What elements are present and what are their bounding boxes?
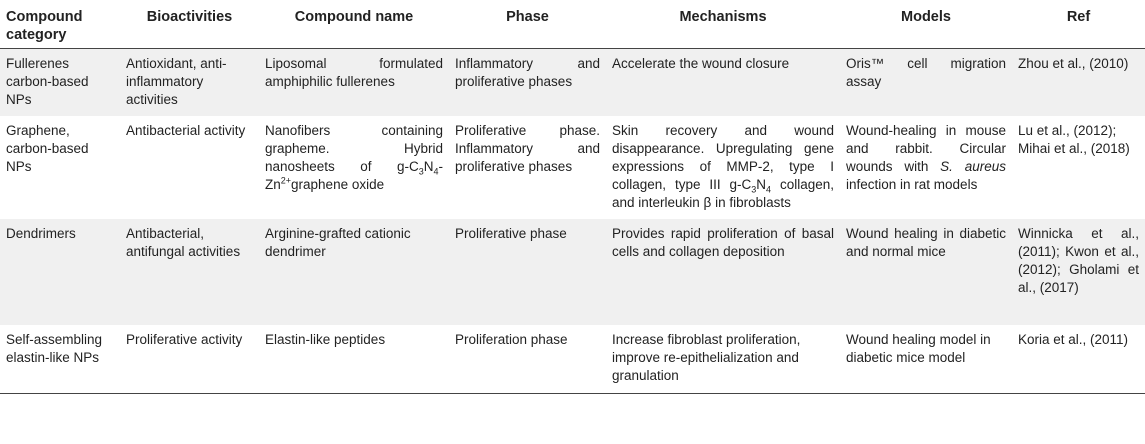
cell-ref: Koria et al., (2011) <box>1018 331 1129 347</box>
cell-compound: Elastin-like peptides <box>265 331 386 347</box>
header-bioactivities: Bioactivities <box>120 0 259 49</box>
cell-category: Fullerenes carbon-based NPs <box>0 48 120 116</box>
cell-compound: Nanofibers containing grapheme. Hybrid n… <box>259 116 449 219</box>
cell-ref: Zhou et al., (2010) <box>1012 48 1145 116</box>
subscript: 3 <box>751 184 757 195</box>
mechanism-text: N <box>756 176 767 192</box>
cell-mechanisms: Skin recovery and wound disappearance. U… <box>606 116 840 219</box>
cell-bioactivities: Antibacterial, antifungal activities <box>120 218 259 325</box>
cell-phase: Proliferation phase <box>455 331 568 347</box>
subscript: 4 <box>433 166 439 177</box>
compound-text: Nanofibers containing grapheme. Hybrid n… <box>265 122 443 174</box>
cell-category: Self-assembling elastin-like NPs <box>6 331 103 365</box>
cell-category: Dendrimers <box>0 218 120 325</box>
cell-mechanisms: Increase fibroblast proliferation, impro… <box>612 331 801 383</box>
header-models: Models <box>840 0 1012 49</box>
table-row: Self-assembling elastin-like NPs Prolife… <box>0 325 1145 394</box>
compound-text: -Zn <box>265 158 443 192</box>
cell-mechanisms: Accelerate the wound closure <box>606 48 840 116</box>
models-text: Wound-healing in mouse and rabbit. Circu… <box>846 122 1006 174</box>
cell-ref: Winnicka et al., (2011); Kwon et al., (2… <box>1012 218 1145 325</box>
cell-models: Wound-healing in mouse and rabbit. Circu… <box>840 116 1012 219</box>
cell-bioactivities: Antibacterial activity <box>126 122 246 138</box>
cell-phase: Proliferative phase. Inflammatory and pr… <box>455 122 600 174</box>
mechanism-text: Skin recovery and wound disappearance. U… <box>612 122 834 192</box>
cell-models: Oris™ cell migration assay <box>840 48 1012 116</box>
cell-models: Wound healing model in diabetic mice mod… <box>846 331 991 365</box>
header-phase: Phase <box>449 0 606 49</box>
header-ref: Ref <box>1012 0 1145 49</box>
cell-phase: Proliferative phase <box>449 218 606 325</box>
cell-compound: Arginine-grafted cationic dendrimer <box>259 218 449 325</box>
superscript: 2+ <box>280 175 292 185</box>
cell-bioactivities: Proliferative activity <box>126 331 243 347</box>
compound-text: N <box>423 158 434 174</box>
table-row: Graphene, carbon-based NPs Antibacterial… <box>0 116 1145 219</box>
cell-phase: Inflammatory and proliferative phases <box>449 48 606 116</box>
cell-category: Graphene, carbon-based NPs <box>6 122 89 174</box>
cell-mechanisms: Provides rapid proliferation of basal ce… <box>606 218 840 325</box>
compound-text: graphene oxide <box>291 176 385 192</box>
header-compound-name: Compound name <box>259 0 449 49</box>
cell-bioactivities: Antioxidant, anti-inflammatory activitie… <box>120 48 259 116</box>
header-mechanisms: Mechanisms <box>606 0 840 49</box>
subscript: 3 <box>418 166 424 177</box>
table-row: Dendrimers Antibacterial, antifungal act… <box>0 218 1145 325</box>
compound-table: Compound category Bioactivities Compound… <box>0 0 1145 394</box>
cell-ref: Lu et al., (2012); Mihai et al., (2018) <box>1018 122 1130 156</box>
cell-compound: Liposomal formulated amphiphilic fullere… <box>259 48 449 116</box>
mechanism-text: collagen, and interleukin β in fibroblas… <box>612 176 834 210</box>
header-row: Compound category Bioactivities Compound… <box>0 0 1145 49</box>
subscript: 4 <box>766 184 772 195</box>
cell-models: Wound healing in diabetic and normal mic… <box>840 218 1012 325</box>
species-name: S. aureus <box>940 158 1006 174</box>
models-text: infection in rat models <box>846 176 978 192</box>
table-row: Fullerenes carbon-based NPs Antioxidant,… <box>0 48 1145 116</box>
header-compound-category: Compound category <box>0 0 120 49</box>
